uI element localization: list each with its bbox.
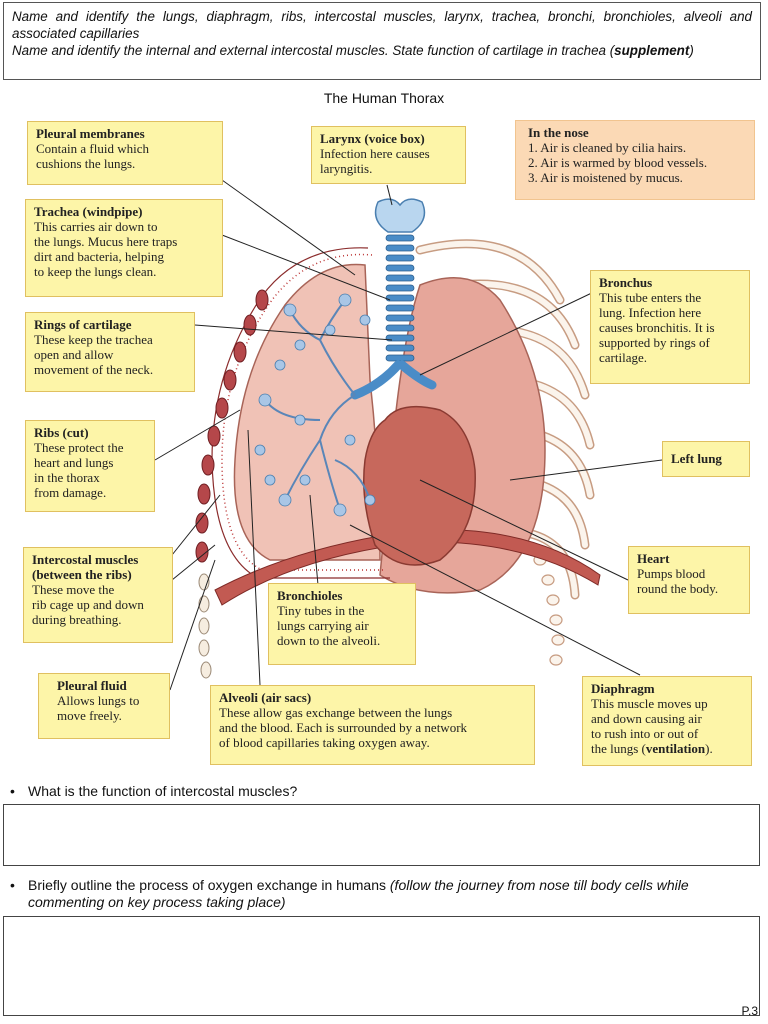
label-ribs: Ribs (cut) These protect the heart and l… <box>25 420 155 512</box>
label-larynx: Larynx (voice box) Infection here causes… <box>311 126 466 184</box>
label-rings-of-cartilage: Rings of cartilage These keep the trache… <box>25 312 195 392</box>
label-trachea: Trachea (windpipe) This carries air down… <box>25 199 223 297</box>
label-pleural-membranes: Pleural membranes Contain a fluid which … <box>27 121 223 185</box>
thorax-diagram <box>154 179 663 691</box>
label-heart: Heart Pumps blood round the body. <box>628 546 750 614</box>
pleural-membrane <box>221 253 385 571</box>
label-diaphragm: Diaphragm This muscle moves up and down … <box>582 676 752 766</box>
page-number: P.3 <box>741 1004 758 1018</box>
label-left-lung: Left lung <box>662 441 750 477</box>
learning-objectives: Name and identify the lungs, diaphragm, … <box>3 2 761 80</box>
label-bronchus: Bronchus This tube enters the lung. Infe… <box>590 270 750 384</box>
alveoli-clusters <box>254 293 376 517</box>
heart-shape <box>363 405 476 566</box>
label-bronchioles: Bronchioles Tiny tubes in the lungs carr… <box>268 583 416 665</box>
answer-box-1[interactable] <box>3 804 760 866</box>
diaphragm-shape <box>214 529 601 606</box>
label-nose: In the nose 1. Air is cleaned by cilia h… <box>515 120 755 200</box>
question-2: • Briefly outline the process of oxygen … <box>10 877 689 910</box>
answer-box-2[interactable] <box>3 916 760 1016</box>
cut-ribs <box>195 289 269 563</box>
bronchi <box>350 360 437 400</box>
costal-cartilage <box>533 554 565 666</box>
question-1: •What is the function of intercostal mus… <box>10 783 298 799</box>
right-lung-section <box>233 263 381 561</box>
leader-lines <box>154 179 663 691</box>
label-alveoli: Alveoli (air sacs) These allow gas excha… <box>210 685 535 765</box>
larynx-shape <box>374 198 426 233</box>
diagram-title: The Human Thorax <box>323 90 445 106</box>
objective-2: Name and identify the internal and exter… <box>12 43 694 58</box>
objective-1: Name and identify the lungs, diaphragm, … <box>12 9 752 41</box>
label-pleural-fluid: Pleural fluid Allows lungs to move freel… <box>38 673 170 739</box>
label-intercostal-muscles: Intercostal muscles (between the ribs) T… <box>23 547 173 643</box>
